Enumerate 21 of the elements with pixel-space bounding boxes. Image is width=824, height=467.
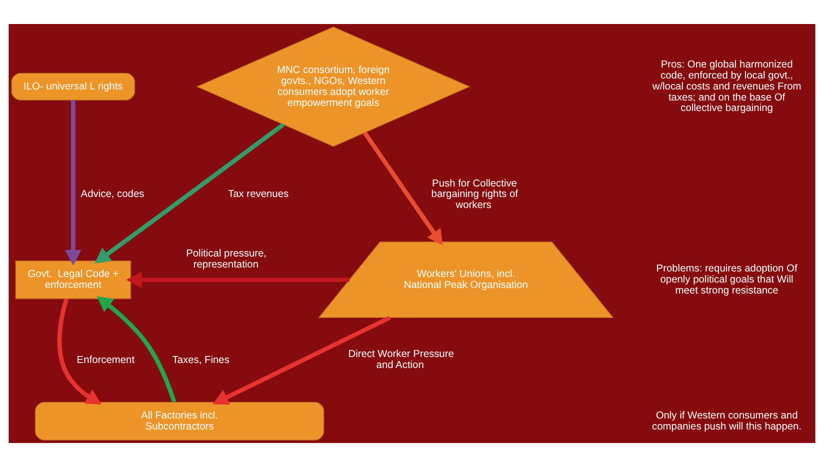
node-diamond: MNC consortium, foreign govts., NGOs, Western consumers adopt worker empowerment goals (196, 26, 470, 147)
edge-label: Taxes, Fines (172, 354, 230, 366)
edge-label: Enforcement (76, 354, 135, 366)
edge-label: Direct Worker Pressure and Action (348, 349, 454, 372)
node-box: All Factories incl. Subcontractors (34, 402, 324, 440)
edge-label: Advice, codes (80, 189, 144, 200)
label: Pros: One global harmonized code, enforced by local govt., w/local costs and revenues From taxes; and on the base Of collective bargaining (652, 60, 802, 114)
arrow (64, 100, 82, 266)
arrow (94, 122, 284, 264)
arrow (96, 296, 176, 403)
edge-label: Political pressure, representation (186, 248, 267, 271)
node-box: Govt. Legal Code + enforcement (15, 260, 132, 300)
edge-label: Push for Collective bargaining rights of workers (431, 178, 518, 212)
edge-label: Tax revenues (228, 189, 289, 200)
arrow (57, 298, 102, 404)
arrow (212, 316, 391, 405)
node-box: ILO- universal L rights (11, 72, 136, 101)
arrow (126, 272, 350, 288)
arrow (362, 132, 443, 246)
label: Only if Western consumers and companies push will this happen. (652, 410, 802, 432)
label: Problems: requires adoption Of openly political goals that Will meet strong resistance (656, 264, 798, 296)
